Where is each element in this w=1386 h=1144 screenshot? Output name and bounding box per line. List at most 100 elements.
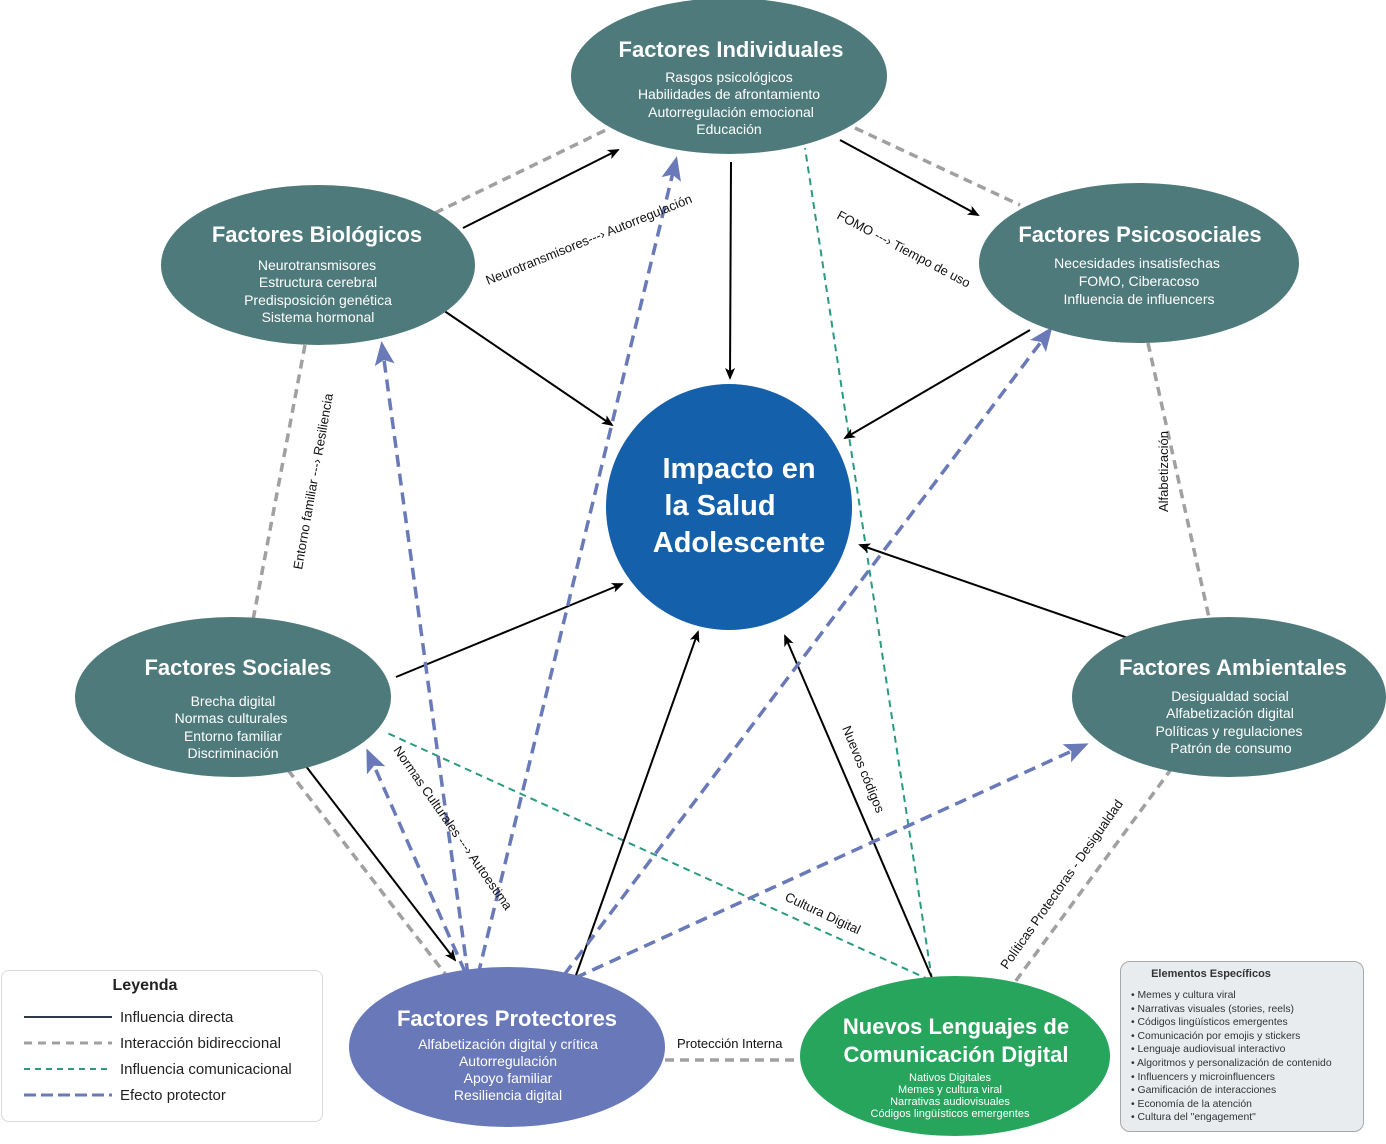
- node-individuales-item: Rasgos psicológicos: [665, 69, 793, 85]
- node-sociales-item: Entorno familiar: [184, 728, 282, 744]
- edge-psicosociales-to-center: [843, 329, 1031, 440]
- node-individuales-item: Educación: [696, 121, 761, 137]
- edge-individuales-to-center: [725, 161, 736, 380]
- specific-elements-box: Elementos Específicos Memes y cultura vi…: [1120, 961, 1364, 1132]
- node-protectores-item: Apoyo familiar: [464, 1070, 553, 1086]
- list-item: Economía de la atención: [1131, 1098, 1332, 1112]
- edge-biologicos-individuales: [434, 126, 611, 215]
- edge-psicosociales-ambientales: [1146, 342, 1212, 623]
- edge-protectores-to-individuales: [476, 156, 681, 976]
- legend-line-gray-dashed-icon: [24, 1041, 112, 1045]
- communication-edges: [384, 147, 933, 981]
- list-item: Lenguaje audiovisual interactivo: [1131, 1043, 1332, 1057]
- node-protectores-title: Factores Protectores: [397, 1006, 617, 1031]
- edge-individuales-psicosociales: [854, 126, 1021, 207]
- node-protectores-item: Alfabetización digital y crítica: [418, 1036, 598, 1052]
- node-sociales-item: Brecha digital: [191, 693, 276, 709]
- legend-line-blue-dashed-icon: [24, 1093, 112, 1097]
- node-biologicos-item: Estructura cerebral: [259, 274, 377, 290]
- label-proteccion-interna: Protección Interna: [677, 1036, 783, 1051]
- list-item: Gamificación de interacciones: [1131, 1084, 1332, 1098]
- edge-protectores-to-psicosociales: [562, 326, 1053, 977]
- node-ambientales-item: Patrón de consumo: [1170, 740, 1292, 756]
- edge-protectores-to-ambientales: [574, 743, 1089, 980]
- node-psicosociales-shape: [979, 183, 1299, 343]
- node-ambientales-title: Factores Ambientales: [1119, 655, 1347, 680]
- node-psicosociales-title: Factores Psicosociales: [1018, 222, 1261, 247]
- edge-individuales-to-psicosociales: [839, 139, 980, 216]
- center-circle: [606, 384, 852, 630]
- node-biologicos-title: Factores Biológicos: [212, 222, 422, 247]
- node-biologicos-item: Predisposición genética: [244, 292, 392, 308]
- list-item: Influencers y microinfluencers: [1131, 1071, 1332, 1085]
- edge-lenguajes-individuales: [804, 147, 933, 981]
- edge-sociales-to-center: [395, 583, 624, 678]
- list-item: Comunicación por emojis y stickers: [1131, 1030, 1332, 1044]
- list-item: Narrativas visuales (stories, reels): [1131, 1003, 1332, 1017]
- center-line-1: Impacto en: [662, 453, 815, 485]
- list-item: Cultura del "engagement": [1131, 1111, 1332, 1125]
- node-psicosociales-item: Influencia de influencers: [1064, 291, 1215, 307]
- legend-label: Influencia directa: [120, 1008, 234, 1026]
- node-lenguajes-title-line-1: Nuevos Lenguajes de: [843, 1014, 1069, 1039]
- node-psicosociales-item: FOMO, Ciberacoso: [1079, 273, 1200, 289]
- legend-item-bidirectional: Interacción bidireccional: [24, 1033, 281, 1053]
- edge-ambientales-to-center: [858, 543, 1129, 639]
- node-individuales: Factores Individuales Rasgos psicológico…: [571, 0, 887, 154]
- node-ambientales-item: Desigualdad social: [1171, 688, 1289, 704]
- label-neuro-autorreg: Neurotransmisores---› Autorregulación: [484, 191, 695, 288]
- edge-protectores-to-biologicos: [374, 341, 470, 976]
- node-individuales-title: Factores Individuales: [619, 37, 844, 62]
- legend-label: Influencia comunicacional: [120, 1060, 292, 1078]
- edge-biologicos-sociales: [251, 344, 307, 621]
- specific-elements-title: Elementos Específicos: [1151, 968, 1271, 980]
- edge-ambientales-lenguajes: [1013, 766, 1174, 984]
- node-psicosociales-item: Necesidades insatisfechas: [1054, 255, 1220, 271]
- bidirectional-edges: [251, 126, 1212, 1062]
- label-cultura-digital: Cultura Digital: [783, 889, 863, 937]
- node-sociales: Factores Sociales Brecha digital Normas …: [75, 617, 391, 777]
- node-biologicos: Factores Biológicos Neurotransmisores Es…: [161, 185, 475, 345]
- label-alfabetizacion: Alfabetización: [1156, 431, 1171, 512]
- node-sociales-item: Normas culturales: [175, 710, 288, 726]
- center-line-3: Adolescente: [653, 527, 825, 559]
- direct-edges: [304, 139, 1129, 986]
- edge-lenguajes-to-center: [784, 634, 936, 986]
- edge-sociales-protectores: [286, 768, 448, 977]
- node-biologicos-item: Neurotransmisores: [258, 257, 376, 273]
- node-lenguajes-item: Memes y cultura viral: [898, 1084, 1002, 1096]
- edge-protectores-to-center: [574, 630, 700, 979]
- legend-item-direct: Influencia directa: [24, 1007, 233, 1027]
- legend: Leyenda Influencia directa Interacción b…: [1, 970, 323, 1122]
- edge-biologicos-to-individuales: [462, 149, 620, 229]
- node-protectores: Factores Protectores Alfabetización digi…: [349, 967, 665, 1127]
- node-lenguajes-item: Nativos Digitales: [909, 1072, 991, 1084]
- center-node: Impacto en la Salud Adolescente: [606, 384, 852, 630]
- list-item: Memes y cultura viral: [1131, 989, 1332, 1003]
- node-individuales-item: Autorregulación emocional: [648, 104, 814, 120]
- node-protectores-item: Autorregulación: [459, 1053, 557, 1069]
- legend-line-green-dashed-icon: [24, 1068, 112, 1070]
- label-fomo-tiempo: FOMO ---› Tiempo de uso: [835, 207, 973, 290]
- node-ambientales: Factores Ambientales Desigualdad social …: [1072, 617, 1386, 777]
- legend-item-protective: Efecto protector: [24, 1085, 226, 1105]
- edge-sociales-to-protectores: [304, 764, 457, 962]
- label-nuevos-codigos: Nuevos códigos: [839, 724, 888, 816]
- node-psicosociales: Factores Psicosociales Necesidades insat…: [979, 183, 1299, 343]
- label-entorno-resiliencia: Entorno familiar ---› Resiliencia: [290, 391, 336, 570]
- node-sociales-shape: [75, 617, 391, 777]
- legend-title: Leyenda: [112, 977, 178, 994]
- label-normas-autoestima: Normas Culturales ---› Autoestima: [391, 743, 516, 913]
- node-protectores-item: Resiliencia digital: [454, 1087, 562, 1103]
- node-lenguajes-item: Narrativas audiovisuales: [890, 1096, 1010, 1108]
- list-item: Códigos lingüísticos emergentes: [1131, 1016, 1332, 1030]
- node-individuales-shape: [571, 0, 887, 154]
- legend-label: Efecto protector: [120, 1086, 226, 1104]
- node-lenguajes: Nuevos Lenguajes de Comunicación Digital…: [800, 976, 1110, 1136]
- node-biologicos-item: Sistema hormonal: [262, 309, 375, 325]
- protective-edges: [366, 156, 1089, 980]
- node-protectores-shape: [349, 967, 665, 1127]
- label-politicas-desigualdad: Políticas Protectoras - Desigualdad: [997, 797, 1126, 972]
- legend-label: Interacción bidireccional: [120, 1034, 281, 1052]
